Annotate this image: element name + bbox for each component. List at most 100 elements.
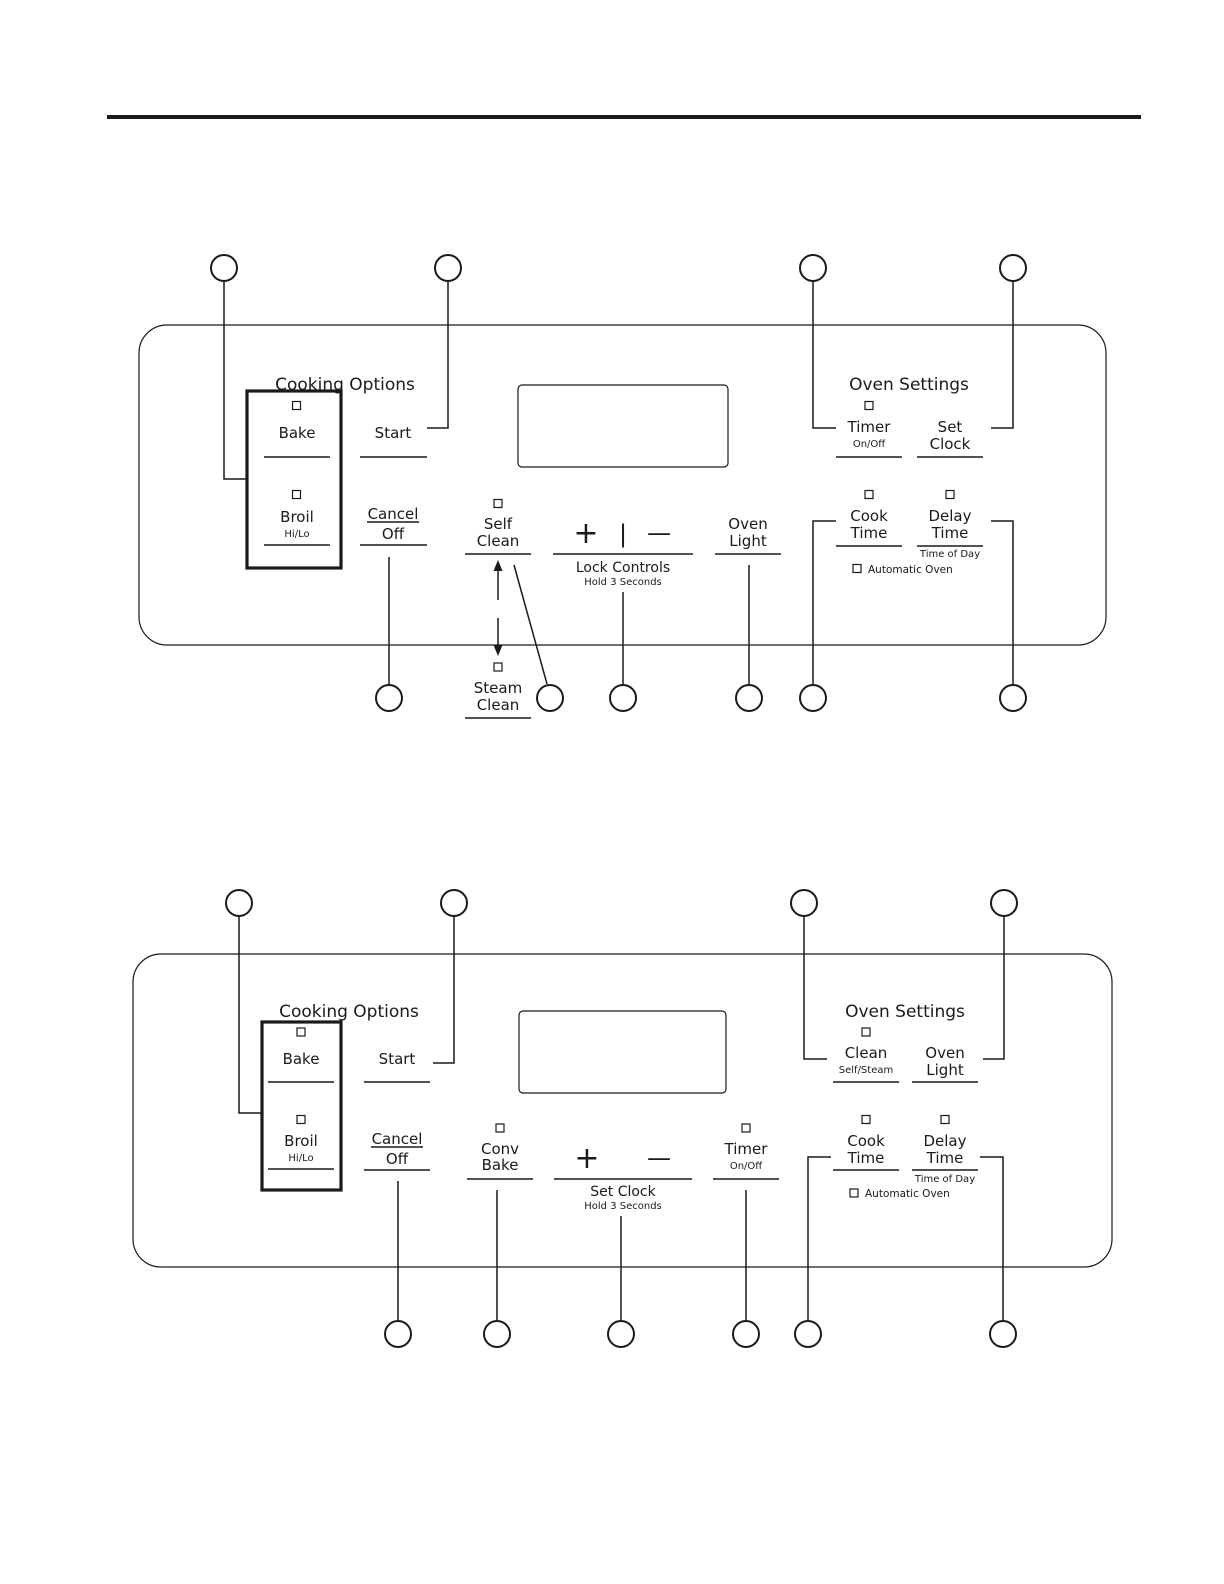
panel-b-automatic-oven-indicator: Automatic Oven: [849, 1188, 950, 1200]
callout-marker: [732, 1320, 760, 1348]
timer-indicator-light: [741, 1123, 751, 1133]
panel-b-conv-bake-button[interactable]: Conv Bake: [467, 1123, 533, 1180]
self-steam-arrows: [493, 560, 503, 656]
panel-b-delay-time-button[interactable]: Delay Time Time of Day: [912, 1114, 978, 1186]
timer-label: Timer: [724, 1140, 769, 1158]
panel-a-set-clock-button[interactable]: Set Clock: [917, 418, 983, 458]
callout-marker: [799, 684, 827, 712]
panel-b-start-button[interactable]: Start: [364, 1050, 430, 1083]
light-label: Light: [729, 532, 767, 550]
automatic-oven-indicator-light: [852, 563, 862, 574]
panel-b-callouts: [225, 889, 1018, 1348]
panel-b-cancel-off-button[interactable]: Cancel Off: [364, 1130, 430, 1171]
panel-a-leader-lines: [223, 281, 1014, 685]
set-clock-sublabel: Hold 3 Seconds: [584, 1201, 662, 1212]
panel-a-automatic-oven-indicator: Automatic Oven: [852, 563, 953, 576]
automatic-oven-label: Automatic Oven: [865, 1188, 950, 1200]
automatic-oven-indicator-light: [849, 1188, 859, 1198]
timer-sublabel: On/Off: [853, 439, 886, 450]
delay-time-indicator-light: [940, 1114, 950, 1125]
callout-marker: [999, 254, 1027, 282]
clean-label: Clean: [845, 1044, 888, 1062]
panel-a-bake-button[interactable]: Bake: [264, 400, 330, 458]
callout-marker: [790, 889, 818, 917]
callout-marker: [999, 684, 1027, 712]
set-label: Set: [938, 418, 963, 436]
cook-label: Cook: [850, 507, 888, 525]
clean-sublabel: Self/Steam: [839, 1065, 893, 1076]
callout-marker: [536, 684, 564, 712]
lock-controls-label: Lock Controls: [576, 560, 670, 576]
self-label: Self: [484, 515, 513, 533]
panel-a-oven-light-button[interactable]: Oven Light: [715, 515, 781, 555]
panel-b-cooking-options-heading: Cooking Options: [279, 1002, 419, 1022]
panel-b-bake-button[interactable]: Bake: [268, 1027, 334, 1083]
bake-label: Bake: [283, 1050, 320, 1068]
panel-b-timer-button[interactable]: Timer On/Off: [713, 1123, 779, 1180]
panel-b-oven-settings-heading: Oven Settings: [845, 1002, 965, 1022]
callout-marker: [434, 254, 462, 282]
light-label: Light: [926, 1061, 964, 1079]
plus-icon: +: [573, 516, 598, 551]
panel-a-self-clean-button[interactable]: Self Clean: [465, 498, 531, 555]
self-clean-label: Clean: [477, 532, 520, 550]
plus-icon: +: [574, 1141, 599, 1176]
steam-label: Steam: [474, 679, 522, 697]
panel-b-bake-broil-group: [260, 1020, 343, 1192]
panel-a-start-button[interactable]: Start: [360, 424, 427, 458]
cook-time-label: Time: [850, 524, 888, 542]
broil-indicator-light: [291, 489, 302, 500]
panel-a-delay-time-button[interactable]: Delay Time Time of Day: [917, 489, 983, 561]
panel-a-steam-clean-button[interactable]: Steam Clean: [465, 662, 531, 719]
callout-marker: [375, 684, 403, 712]
panel-b-set-clock-button[interactable]: + — Set Clock Hold 3 Seconds: [554, 1141, 692, 1212]
panel-b-oven-light-button[interactable]: Oven Light: [912, 1044, 978, 1083]
minus-icon: —: [647, 519, 671, 547]
steam-clean-indicator-light: [493, 662, 503, 672]
panel-a-callouts: [210, 254, 1027, 712]
cancel-label: Cancel: [372, 1130, 423, 1148]
panel-a-lock-controls-button[interactable]: + | — Lock Controls Hold 3 Seconds: [553, 516, 693, 588]
callout-marker: [210, 254, 238, 282]
panel-a-cancel-off-button[interactable]: Cancel Off: [360, 505, 427, 546]
panel-a-oven-settings-heading: Oven Settings: [849, 375, 969, 395]
start-label: Start: [375, 424, 412, 442]
lock-controls-sublabel: Hold 3 Seconds: [584, 577, 662, 588]
callout-marker: [440, 889, 468, 917]
separator-icon: |: [619, 520, 627, 548]
timer-label: Timer: [847, 418, 892, 436]
delay-time-indicator-light: [945, 489, 955, 500]
panel-a-cooking-options-heading: Cooking Options: [275, 375, 415, 395]
broil-sublabel: Hi/Lo: [288, 1153, 313, 1164]
delay-time-label: Time: [926, 1149, 964, 1167]
panel-a-broil-button[interactable]: Broil Hi/Lo: [264, 489, 330, 546]
callout-marker: [384, 1320, 412, 1348]
broil-indicator-light: [296, 1114, 306, 1125]
oven-label: Oven: [925, 1044, 964, 1062]
panel-a-timer-button[interactable]: Timer On/Off: [836, 400, 902, 458]
panel-b-cook-time-button[interactable]: Cook Time: [833, 1114, 899, 1171]
bake-label: Bake: [279, 424, 316, 442]
cook-time-indicator-light: [861, 1114, 871, 1125]
panel-b-clean-button[interactable]: Clean Self/Steam: [833, 1027, 899, 1083]
broil-label: Broil: [284, 1132, 318, 1150]
callout-marker: [483, 1320, 511, 1348]
minus-icon: —: [647, 1144, 671, 1172]
delay-label: Delay: [928, 507, 971, 525]
panel-a-display: [517, 384, 729, 468]
panel-b-leader-lines: [238, 916, 1005, 1320]
delay-label: Delay: [923, 1132, 966, 1150]
bake-indicator-light: [291, 400, 302, 411]
off-label: Off: [386, 1150, 409, 1168]
callout-marker: [607, 1320, 635, 1348]
panel-a: Cooking Options Oven Settings Bake Broil…: [138, 254, 1107, 719]
panel-a-cook-time-button[interactable]: Cook Time: [836, 489, 902, 547]
panel-b-broil-button[interactable]: Broil Hi/Lo: [268, 1114, 334, 1170]
broil-sublabel: Hi/Lo: [284, 529, 309, 540]
clean-indicator-light: [861, 1027, 871, 1037]
cook-time-label: Time: [847, 1149, 885, 1167]
timer-sublabel: On/Off: [730, 1161, 763, 1172]
callout-marker: [794, 1320, 822, 1348]
steam-clean-label: Clean: [477, 696, 520, 714]
